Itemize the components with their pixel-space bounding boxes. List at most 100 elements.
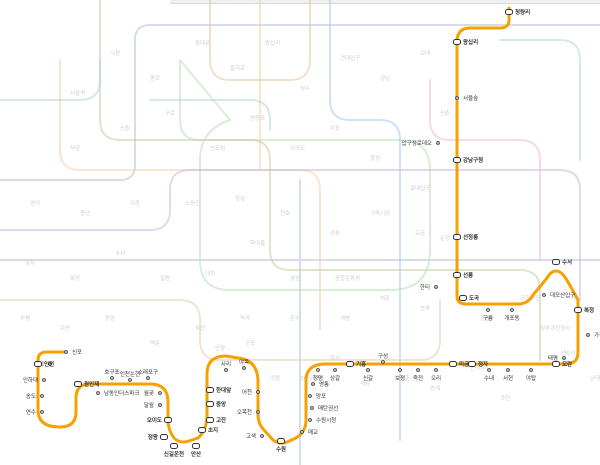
- station-seolleung[interactable]: 선릉: [453, 271, 474, 279]
- station-marker[interactable]: [310, 406, 314, 410]
- station-ori[interactable]: 오리: [431, 368, 441, 382]
- station-marker[interactable]: [333, 368, 337, 372]
- station-choji[interactable]: 초지: [198, 426, 219, 434]
- station-marker[interactable]: [529, 368, 533, 372]
- station-marker[interactable]: [40, 410, 44, 414]
- station-mangpo[interactable]: 망포: [308, 393, 327, 400]
- station-marker[interactable]: [434, 368, 438, 372]
- station-woninjae[interactable]: 원인재: [74, 380, 100, 388]
- station-marker[interactable]: [110, 376, 114, 380]
- station-maetansuwon[interactable]: 매탄권선: [310, 404, 339, 412]
- transfer-station-marker[interactable]: [468, 361, 476, 367]
- station-marker[interactable]: [506, 368, 510, 372]
- station-marker[interactable]: [434, 285, 438, 289]
- station-suwoncityhall[interactable]: 수원시청: [308, 416, 337, 424]
- transfer-station-marker[interactable]: [453, 39, 461, 45]
- station-maegyo[interactable]: 매교: [300, 428, 319, 436]
- station-hanti[interactable]: 한티: [420, 283, 438, 291]
- station-marker[interactable]: [256, 410, 260, 414]
- transfer-station-marker[interactable]: [552, 259, 560, 265]
- station-marker[interactable]: [542, 293, 546, 297]
- transfer-station-marker[interactable]: [206, 417, 214, 423]
- station-jukjeon[interactable]: 죽전: [413, 368, 423, 382]
- station-seohyeon[interactable]: 서현: [503, 368, 513, 382]
- transfer-station-marker[interactable]: [552, 361, 560, 367]
- transfer-station-marker[interactable]: [453, 234, 461, 240]
- station-marker[interactable]: [128, 378, 132, 382]
- transfer-station-marker[interactable]: [206, 387, 214, 393]
- station-incheonnonhyeon[interactable]: 인천논현: [120, 370, 140, 382]
- station-suwon[interactable]: 수원: [276, 438, 286, 454]
- station-marker[interactable]: [381, 360, 385, 364]
- transfer-station-marker[interactable]: [198, 427, 206, 433]
- transfer-station-marker[interactable]: [170, 443, 178, 449]
- station-marker[interactable]: [256, 390, 260, 394]
- station-gaepo[interactable]: 개포동: [504, 308, 520, 322]
- station-incheon[interactable]: 인천: [34, 360, 55, 368]
- station-jeongja[interactable]: 정자: [468, 360, 490, 368]
- station-songdo[interactable]: 송도: [26, 392, 44, 400]
- station-wangsimni[interactable]: 왕십리: [453, 38, 479, 46]
- transfer-station-marker[interactable]: [277, 438, 285, 444]
- station-hanyanguniv[interactable]: 한대앞: [206, 386, 232, 394]
- station-marker[interactable]: [300, 430, 304, 434]
- station-marker[interactable]: [40, 394, 44, 398]
- station-marker[interactable]: [48, 362, 52, 366]
- station-marker[interactable]: [311, 382, 315, 386]
- station-singal[interactable]: 신갈: [363, 368, 373, 382]
- station-marker[interactable]: [586, 333, 590, 337]
- station-yatap[interactable]: 야탑: [526, 368, 536, 382]
- station-oido[interactable]: 오이도: [147, 416, 172, 424]
- station-marker[interactable]: [398, 368, 402, 372]
- station-wolgot[interactable]: 월곶: [144, 389, 162, 397]
- station-gangnamgucheong[interactable]: 강남구청: [453, 156, 484, 164]
- transfer-station-marker[interactable]: [346, 361, 354, 367]
- station-guseong[interactable]: 구성: [378, 352, 388, 364]
- transfer-station-marker[interactable]: [505, 9, 513, 15]
- station-cheongnyangni[interactable]: 청량리: [505, 8, 531, 16]
- station-marker[interactable]: [486, 308, 490, 312]
- transfer-station-marker[interactable]: [164, 417, 172, 423]
- station-inha[interactable]: 인하대: [23, 376, 46, 384]
- station-eocheon[interactable]: 어천: [242, 388, 260, 396]
- station-marker[interactable]: [64, 350, 68, 354]
- station-gojan[interactable]: 고잔: [206, 416, 227, 424]
- transfer-station-marker[interactable]: [453, 272, 461, 278]
- station-gacheondae[interactable]: 가천대: [586, 331, 600, 339]
- station-marker[interactable]: [562, 356, 566, 360]
- transfer-station-marker[interactable]: [74, 381, 82, 387]
- station-marker[interactable]: [158, 403, 162, 407]
- station-sanggal[interactable]: 상갈: [330, 368, 340, 382]
- station-namdong[interactable]: 남동인더스파크: [96, 389, 140, 397]
- station-singiloncheon[interactable]: 신길온천: [164, 443, 184, 459]
- station-marker[interactable]: [42, 378, 46, 382]
- station-marker[interactable]: [260, 434, 264, 438]
- station-giheung[interactable]: 기흥: [346, 360, 367, 368]
- transfer-station-marker[interactable]: [459, 295, 467, 301]
- station-bokjeong[interactable]: 복정: [574, 306, 595, 314]
- transfer-station-marker[interactable]: [192, 443, 200, 449]
- station-marker[interactable]: [487, 368, 491, 372]
- station-suseo[interactable]: 수서: [552, 258, 573, 266]
- station-sunae[interactable]: 수내: [484, 368, 494, 382]
- station-marker[interactable]: [224, 368, 228, 372]
- station-sorae[interactable]: 소래포구: [138, 368, 158, 380]
- station-ansan[interactable]: 안산: [191, 443, 201, 459]
- transfer-station-marker[interactable]: [206, 401, 214, 407]
- station-marker[interactable]: [316, 368, 320, 372]
- station-jungang[interactable]: 중앙: [206, 400, 227, 408]
- station-seonjeongneung[interactable]: 선정릉: [453, 233, 479, 241]
- station-daemosan[interactable]: 대모산입구: [542, 291, 576, 299]
- station-guryong[interactable]: 구룡: [483, 308, 493, 322]
- station-sari[interactable]: 사리: [221, 360, 231, 372]
- transfer-station-marker[interactable]: [453, 157, 461, 163]
- station-marker[interactable]: [242, 366, 246, 370]
- station-marker[interactable]: [146, 376, 150, 380]
- station-marker[interactable]: [455, 96, 459, 100]
- transfer-station-marker[interactable]: [449, 361, 457, 367]
- station-bojeong[interactable]: 보정: [395, 368, 405, 382]
- station-omokcheon[interactable]: 오목천: [237, 408, 260, 416]
- station-yeonsu[interactable]: 연수: [26, 408, 44, 416]
